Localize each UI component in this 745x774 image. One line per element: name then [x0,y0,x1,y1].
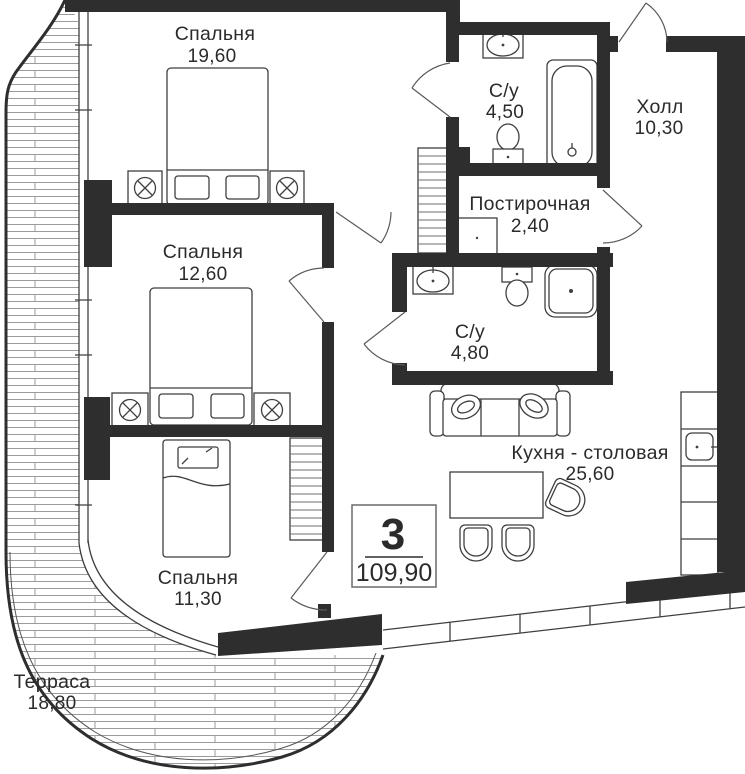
chair [459,524,493,562]
lamp-icon [118,398,142,422]
pillow [174,175,210,200]
bedroom3-furniture [162,437,324,558]
vent-shaft [417,147,451,254]
badge-total-area: 109,90 [356,559,432,587]
sofa-pillow [450,394,482,420]
door-bathroom1 [411,62,451,118]
windows [75,12,745,656]
door-bedroom3 [290,551,328,611]
bathroom2-label: С/у [455,321,485,343]
bedroom2-area: 12,60 [178,264,227,285]
hall-area: 10,30 [634,118,683,139]
doors [288,2,668,611]
kitchen-cabinets [680,391,719,576]
wardrobe-shelves [289,437,324,541]
bathroom1-area: 4,50 [486,102,524,123]
bedroom1-furniture [127,67,305,206]
pillow [210,393,245,419]
terrace-outer-edge [4,0,385,770]
lamp-icon [275,176,299,200]
kitchen-label: Кухня - столовая [511,442,668,464]
door-bedroom1 [335,211,392,244]
curved-window [78,539,219,656]
terrace-area: 18,80 [27,693,76,714]
pillow [158,393,194,419]
door-bathroom2 [363,311,406,366]
terrace-label: Терраса [14,671,91,693]
walls [65,0,745,656]
bathroom2-area: 4,80 [451,343,489,364]
laundry-fixtures [457,217,498,259]
room-labels: Спальня 19,60 С/у 4,50 Холл 10,30 Постир… [14,23,684,714]
terrace-hatch [6,0,383,769]
lamp-icon [133,176,157,200]
sofa-armrest [429,390,445,437]
bedroom3-area: 11,30 [174,589,222,610]
info-badge: 3 109,90 [351,504,437,588]
bathroom1-label: С/у [489,80,519,102]
door-entrance [618,2,668,43]
terrace-deck [4,0,385,770]
bedroom2-furniture [111,287,291,427]
bedroom1-label: Спальня [175,23,255,45]
sofa-pillow [519,393,549,419]
kitchen-area: 25,60 [565,464,614,485]
hall-label: Холл [636,96,683,118]
bathroom2-fixtures [412,262,598,318]
pillow [177,446,219,469]
dining-table [449,471,544,519]
single-bed [162,439,231,558]
pillow [225,175,260,200]
kitchen-furniture [429,382,721,576]
laundry-label: Постирочная [469,193,590,215]
toilet [496,123,520,151]
bedroom2-label: Спальня [163,241,243,263]
door-laundry [602,189,643,244]
badge-box [351,504,437,588]
lamp-icon [260,398,284,422]
chair [501,524,535,562]
laundry-area: 2,40 [511,216,549,237]
door-bedroom2 [288,267,325,323]
badge-room-count: 3 [381,510,405,559]
bedroom1-area: 19,60 [187,46,236,67]
sofa-armrest [555,390,571,437]
terrace-inner-edge [9,551,377,761]
bedroom3-label: Спальня [158,567,238,589]
